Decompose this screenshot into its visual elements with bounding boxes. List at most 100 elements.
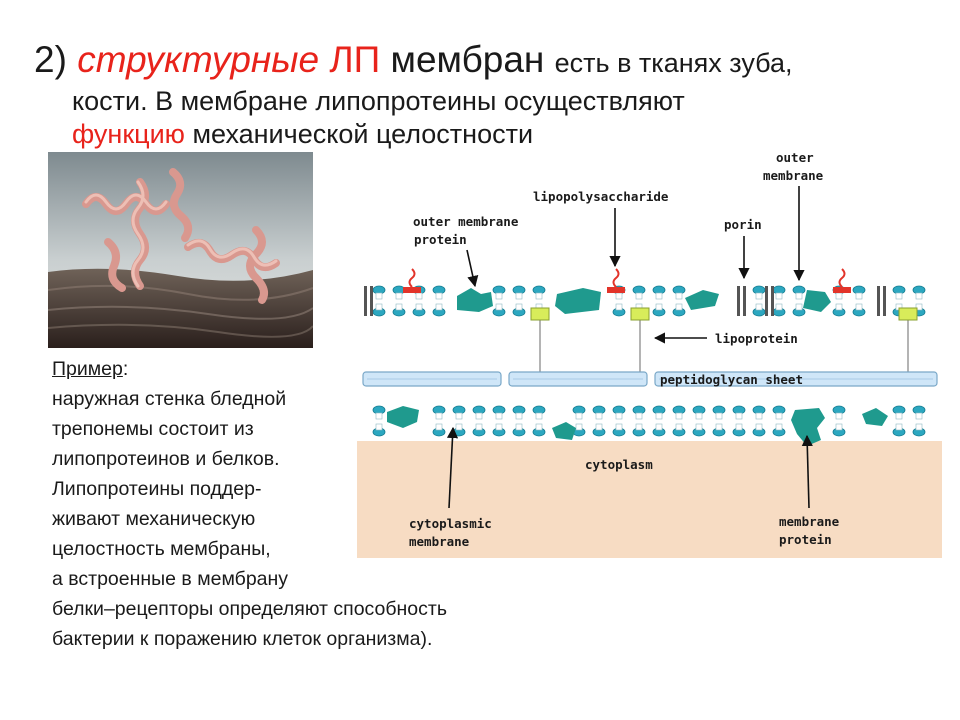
example-line: наружная стенка бледной	[52, 388, 287, 410]
example-line: трепонемы состоит из	[52, 418, 254, 440]
lipid-tail	[855, 303, 863, 311]
example-line: а встроенные в мембрану	[52, 568, 289, 590]
lipid-tail	[375, 292, 383, 300]
lipid-tail	[615, 292, 623, 300]
lipid-tail	[495, 303, 503, 311]
lipid-tail	[435, 292, 443, 300]
cytoplasmic-membrane-bilayer	[372, 405, 926, 437]
title-word-function: функцию	[72, 119, 185, 149]
title-line-1: 2) структурные ЛП мембран есть в тканях …	[34, 38, 934, 85]
lipid-tail	[675, 423, 683, 431]
lipid-tail	[375, 412, 383, 420]
lipid-tail	[735, 423, 743, 431]
example-line: белки–рецепторы определяют способность	[52, 598, 447, 620]
example-line: целостность мембраны,	[52, 538, 271, 560]
label-outer-membrane-protein-line1: outer membrane	[413, 214, 519, 229]
lipoprotein-boxes	[530, 307, 918, 321]
label-membrane-protein-line1: membrane	[779, 514, 840, 529]
lipid-tail	[515, 303, 523, 311]
label-peptidoglycan-sheet: peptidoglycan sheet	[660, 372, 803, 387]
lipid-tail	[455, 423, 463, 431]
example-line: Липопротеины поддер-	[52, 478, 262, 500]
label-lipopolysaccharide: lipopolysaccharide	[533, 189, 669, 204]
lipid-tail	[775, 303, 783, 311]
lipid-tail	[395, 303, 403, 311]
lipid-tail	[495, 423, 503, 431]
lipid-tail	[535, 292, 543, 300]
lipid-tail	[855, 292, 863, 300]
lipid-tail	[535, 423, 543, 431]
lipopolysaccharide-groups	[403, 268, 851, 293]
lipid-tail	[535, 412, 543, 420]
lipid-tail	[655, 423, 663, 431]
example-colon: :	[122, 358, 129, 380]
lipid-tail	[615, 412, 623, 420]
lipid-tail	[655, 303, 663, 311]
example-line: липопротеинов и белков.	[52, 448, 280, 470]
lipid-tail	[895, 292, 903, 300]
cell-wall-diagram: outer membrane lipopolysaccharide outer …	[357, 148, 942, 558]
cytoplasmic-membrane-proteins	[387, 406, 888, 446]
lipid-tail	[375, 423, 383, 431]
lipid-tail	[715, 412, 723, 420]
lipid-tail	[715, 423, 723, 431]
lipid-tail	[755, 412, 763, 420]
title-line-2: кости. В мембране липопротеины осуществл…	[72, 86, 685, 116]
lipid-tail	[835, 412, 843, 420]
lipid-tail	[615, 423, 623, 431]
lipid-tail	[835, 292, 843, 300]
title-number: 2)	[34, 39, 67, 80]
example-line: живают механическую	[52, 508, 256, 530]
lipid-tail	[775, 292, 783, 300]
example-line: бактерии к поражению клеток организма).	[52, 628, 433, 650]
lipid-tail	[675, 292, 683, 300]
lipid-tail	[755, 423, 763, 431]
lipid-tail	[455, 412, 463, 420]
treponema-micrograph-image	[48, 152, 313, 348]
lipid-tail	[915, 292, 923, 300]
lipid-tail	[615, 303, 623, 311]
label-cytoplasm: cytoplasm	[585, 457, 653, 472]
lipid-tail	[575, 423, 583, 431]
label-porin: porin	[724, 217, 762, 232]
title-line-3: функцию механической целостности	[72, 118, 934, 151]
lipid-tail	[735, 412, 743, 420]
lipid-tail	[515, 292, 523, 300]
title-word-structural: структурные	[77, 39, 320, 80]
label-outer-membrane-line2: membrane	[763, 168, 824, 183]
lipid-tail	[635, 423, 643, 431]
lipid-tail	[515, 423, 523, 431]
lipid-tail	[435, 303, 443, 311]
label-cytoplasmic-membrane-line1: cytoplasmic	[409, 516, 492, 531]
lipid-tail	[795, 303, 803, 311]
label-membrane-protein-line2: protein	[779, 532, 832, 547]
lipid-tail	[695, 412, 703, 420]
lipid-tail	[475, 412, 483, 420]
lipid-tail	[395, 292, 403, 300]
lipid-tail	[835, 423, 843, 431]
lipid-tail	[435, 412, 443, 420]
lipid-tail	[595, 412, 603, 420]
lipid-tail	[915, 412, 923, 420]
slide-title: 2) структурные ЛП мембран есть в тканях …	[34, 38, 934, 151]
lipid-tail	[515, 412, 523, 420]
lipid-tail	[755, 303, 763, 311]
lipid-tail	[655, 412, 663, 420]
lipid-tail	[435, 423, 443, 431]
example-heading: Пример	[52, 358, 123, 380]
lipid-tail	[415, 303, 423, 311]
lipid-tail	[655, 292, 663, 300]
lipid-tail	[675, 412, 683, 420]
lipid-tail	[775, 412, 783, 420]
label-outer-membrane-protein-line2: protein	[414, 232, 467, 247]
cell-wall-diagram-svg: outer membrane lipopolysaccharide outer …	[357, 150, 942, 558]
lipid-tail	[595, 423, 603, 431]
title-line1-rest: есть в тканях зуба,	[554, 48, 793, 78]
label-lipoprotein: lipoprotein	[715, 331, 798, 346]
lipid-tail	[635, 292, 643, 300]
lipid-tail	[835, 303, 843, 311]
lipid-tail	[675, 303, 683, 311]
label-outer-membrane-line1: outer	[776, 150, 814, 165]
lipid-tail	[895, 412, 903, 420]
lipid-tail	[895, 423, 903, 431]
